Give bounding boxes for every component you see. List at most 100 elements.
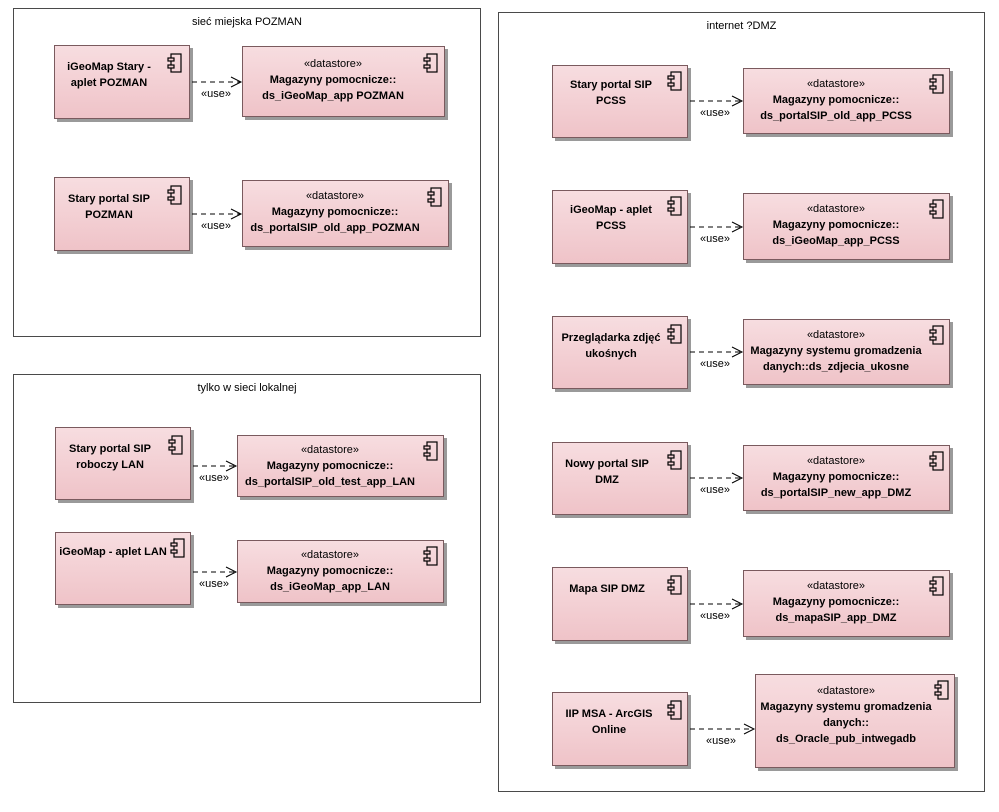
component-label-line: aplet POZMAN [70, 77, 148, 89]
datastore-label-line: Magazyny pomocnicze:: [772, 94, 900, 106]
package-title: sieć miejska POZMAN [191, 16, 303, 28]
datastore-ds-igeomap-app-pcss[interactable]: «datastore» Magazyny pomocnicze:: ds_iGe… [743, 193, 950, 260]
datastore-label-line: Magazyny pomocnicze:: [266, 565, 394, 577]
package-internet-dmz[interactable]: internet ?DMZ [498, 12, 985, 792]
component-label-line: iGeoMap Stary - [67, 61, 151, 73]
datastore-stereotype: «datastore» [806, 78, 866, 90]
component-icon [667, 71, 682, 91]
datastore-label-line: ds_portalSIP_old_app_PCSS [760, 110, 912, 122]
datastore-stereotype: «datastore» [300, 549, 360, 561]
datastore-stereotype: «datastore» [816, 685, 876, 697]
datastore-label-line: Magazyny systemu gromadzenia [750, 345, 922, 357]
component-label-line: iGeoMap - aplet LAN [59, 546, 167, 558]
use-label: «use» [199, 578, 229, 590]
component-icon [934, 680, 949, 700]
use-label: «use» [700, 233, 730, 245]
datastore-ds-portalsip-new-app-dmz[interactable]: «datastore» Magazyny pomocnicze:: ds_por… [743, 445, 950, 511]
use-label: «use» [706, 735, 736, 747]
component-label-line: DMZ [595, 474, 619, 486]
datastore-ds-mapasip-app-dmz[interactable]: «datastore» Magazyny pomocnicze:: ds_map… [743, 570, 950, 637]
datastore-label-line: danych:: [823, 717, 869, 729]
component-icon [167, 185, 182, 205]
datastore-ds-oracle-pub-intwegadb[interactable]: «datastore» Magazyny systemu gromadzenia… [755, 674, 955, 768]
component-icon [667, 575, 682, 595]
datastore-label-line: Magazyny pomocnicze:: [772, 596, 900, 608]
component-nowy-portal-sip-dmz[interactable]: Nowy portal SIP DMZ [552, 442, 688, 515]
datastore-label-line: ds_mapaSIP_app_DMZ [775, 612, 897, 624]
use-label: «use» [700, 484, 730, 496]
component-icon [427, 187, 442, 207]
datastore-ds-portalsip-old-test-app-lan[interactable]: «datastore» Magazyny pomocnicze:: ds_por… [237, 435, 444, 497]
use-label: «use» [199, 472, 229, 484]
datastore-stereotype: «datastore» [806, 455, 866, 467]
component-igeomap-aplet-pcss[interactable]: iGeoMap - aplet PCSS [552, 190, 688, 264]
component-stary-portal-sip-pcss[interactable]: Stary portal SIP PCSS [552, 65, 688, 138]
datastore-ds-igeomap-app-lan[interactable]: «datastore» Magazyny pomocnicze:: ds_iGe… [237, 540, 444, 603]
datastore-label-line: Magazyny pomocnicze:: [772, 219, 900, 231]
datastore-label-line: ds_iGeoMap_app POZMAN [262, 90, 404, 102]
datastore-label-line: ds_iGeoMap_app_LAN [270, 581, 390, 593]
component-icon [167, 53, 182, 73]
datastore-stereotype: «datastore» [305, 190, 365, 202]
component-iip-msa-arcgis-online[interactable]: IIP MSA - ArcGIS Online [552, 692, 688, 766]
component-label-line: Przeglądarka zdjęć [561, 332, 661, 344]
component-mapa-sip-dmz[interactable]: Mapa SIP DMZ [552, 567, 688, 641]
datastore-stereotype: «datastore» [300, 444, 360, 456]
datastore-label-line: Magazyny pomocnicze:: [269, 74, 397, 86]
package-title: internet ?DMZ [706, 20, 777, 32]
datastore-ds-portalsip-old-app-pcss[interactable]: «datastore» Magazyny pomocnicze:: ds_por… [743, 68, 950, 134]
package-title: tylko w sieci lokalnej [197, 382, 297, 394]
datastore-ds-portalsip-old-app-pozman[interactable]: «datastore» Magazyny pomocnicze:: ds_por… [242, 180, 449, 247]
component-label-line: iGeoMap - aplet PCSS [570, 204, 652, 232]
component-label-line: Stary portal SIP [68, 193, 150, 205]
component-icon [929, 74, 944, 94]
component-igeomap-stary-aplet-pozman[interactable]: iGeoMap Stary - aplet POZMAN [54, 45, 190, 119]
use-label: «use» [700, 610, 730, 622]
component-icon [667, 700, 682, 720]
component-icon [168, 435, 183, 455]
component-icon [929, 325, 944, 345]
component-label-line: Online [591, 724, 627, 736]
component-label-line: Stary portal SIP [69, 443, 151, 455]
datastore-ds-igeomap-app-pozman[interactable]: «datastore» Magazyny pomocnicze:: ds_iGe… [242, 46, 445, 117]
component-label-line: POZMAN [85, 209, 133, 221]
component-icon [423, 53, 438, 73]
datastore-ds-zdjecia-ukosne[interactable]: «datastore» Magazyny systemu gromadzenia… [743, 319, 950, 385]
datastore-label-line: Magazyny pomocnicze:: [772, 471, 900, 483]
component-icon [170, 538, 185, 558]
datastore-label-line: danych::ds_zdjecia_ukosne [762, 361, 910, 373]
component-icon [929, 451, 944, 471]
component-icon [929, 576, 944, 596]
datastore-stereotype: «datastore» [806, 580, 866, 592]
component-icon [423, 441, 438, 461]
datastore-label-line: ds_portalSIP_old_test_app_LAN [245, 476, 415, 488]
component-icon [667, 450, 682, 470]
component-stary-portal-sip-roboczy-lan[interactable]: Stary portal SIP roboczy LAN [55, 427, 191, 500]
datastore-label-line: ds_iGeoMap_app_PCSS [772, 235, 900, 247]
use-label: «use» [700, 358, 730, 370]
datastore-stereotype: «datastore» [806, 329, 866, 341]
component-label-line: roboczy LAN [76, 459, 144, 471]
datastore-label-line: ds_Oracle_pub_intwegadb [776, 733, 916, 745]
datastore-label-line: Magazyny pomocnicze:: [266, 460, 394, 472]
component-igeomap-aplet-lan[interactable]: iGeoMap - aplet LAN [55, 532, 191, 605]
datastore-label-line: ds_portalSIP_old_app_POZMAN [250, 222, 420, 234]
component-label-line: Mapa SIP DMZ [569, 583, 645, 595]
component-stary-portal-sip-pozman[interactable]: Stary portal SIP POZMAN [54, 177, 190, 251]
use-label: «use» [201, 88, 231, 100]
component-label-line: IIP MSA - ArcGIS [565, 708, 653, 720]
component-label-line: Nowy portal SIP [565, 458, 649, 470]
use-label: «use» [201, 220, 231, 232]
component-przegladarka-zdjec-ukosnych[interactable]: Przeglądarka zdjęć ukośnych [552, 316, 688, 389]
component-icon [667, 196, 682, 216]
datastore-label-line: ds_portalSIP_new_app_DMZ [760, 487, 912, 499]
component-icon [423, 546, 438, 566]
datastore-label-line: Magazyny pomocnicze:: [271, 206, 399, 218]
use-label: «use» [700, 107, 730, 119]
datastore-stereotype: «datastore» [303, 58, 363, 70]
component-label-line: Stary portal SIP PCSS [570, 79, 652, 107]
component-label-line: ukośnych [585, 348, 637, 360]
datastore-label-line: Magazyny systemu gromadzenia [760, 701, 932, 713]
component-icon [667, 324, 682, 344]
component-icon [929, 199, 944, 219]
